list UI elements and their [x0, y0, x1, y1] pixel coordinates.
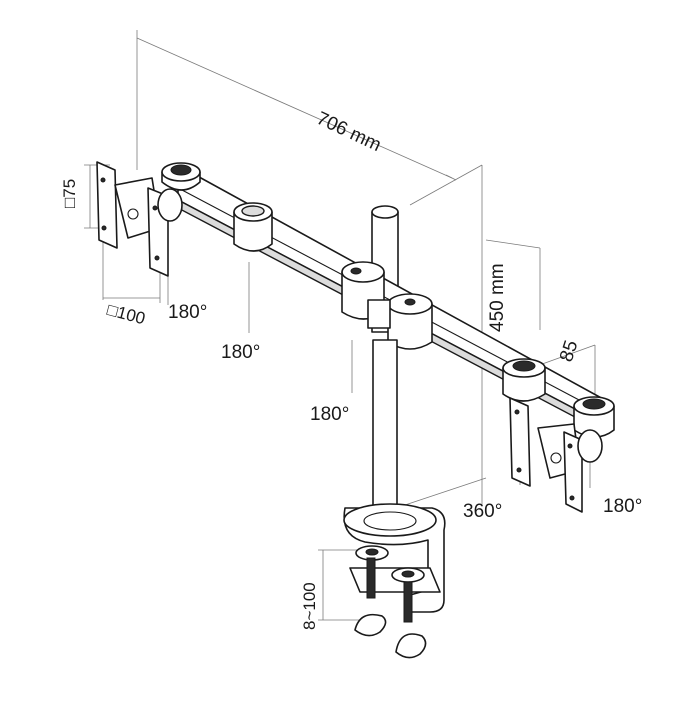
- clamp-range-label: 8~100: [300, 582, 319, 630]
- pole-front: [372, 339, 398, 516]
- vesa-small-label: □75: [60, 178, 79, 208]
- right-vesa-plates: [509, 397, 603, 513]
- left-vesa-plates: [96, 161, 183, 277]
- height-dimension-label: 450 mm: [487, 263, 508, 332]
- center-hub: [341, 261, 433, 350]
- left-joints: [161, 162, 273, 252]
- rotation-right-monitor: 180°: [603, 496, 643, 517]
- rotation-right-arm: 360°: [463, 501, 503, 522]
- right-joints: [502, 358, 615, 438]
- desk-clamp: [343, 503, 446, 659]
- rotation-left-joint: 180°: [221, 342, 261, 363]
- rotation-left-monitor: 180°: [168, 302, 208, 323]
- rotation-center-joint: 180°: [310, 404, 350, 425]
